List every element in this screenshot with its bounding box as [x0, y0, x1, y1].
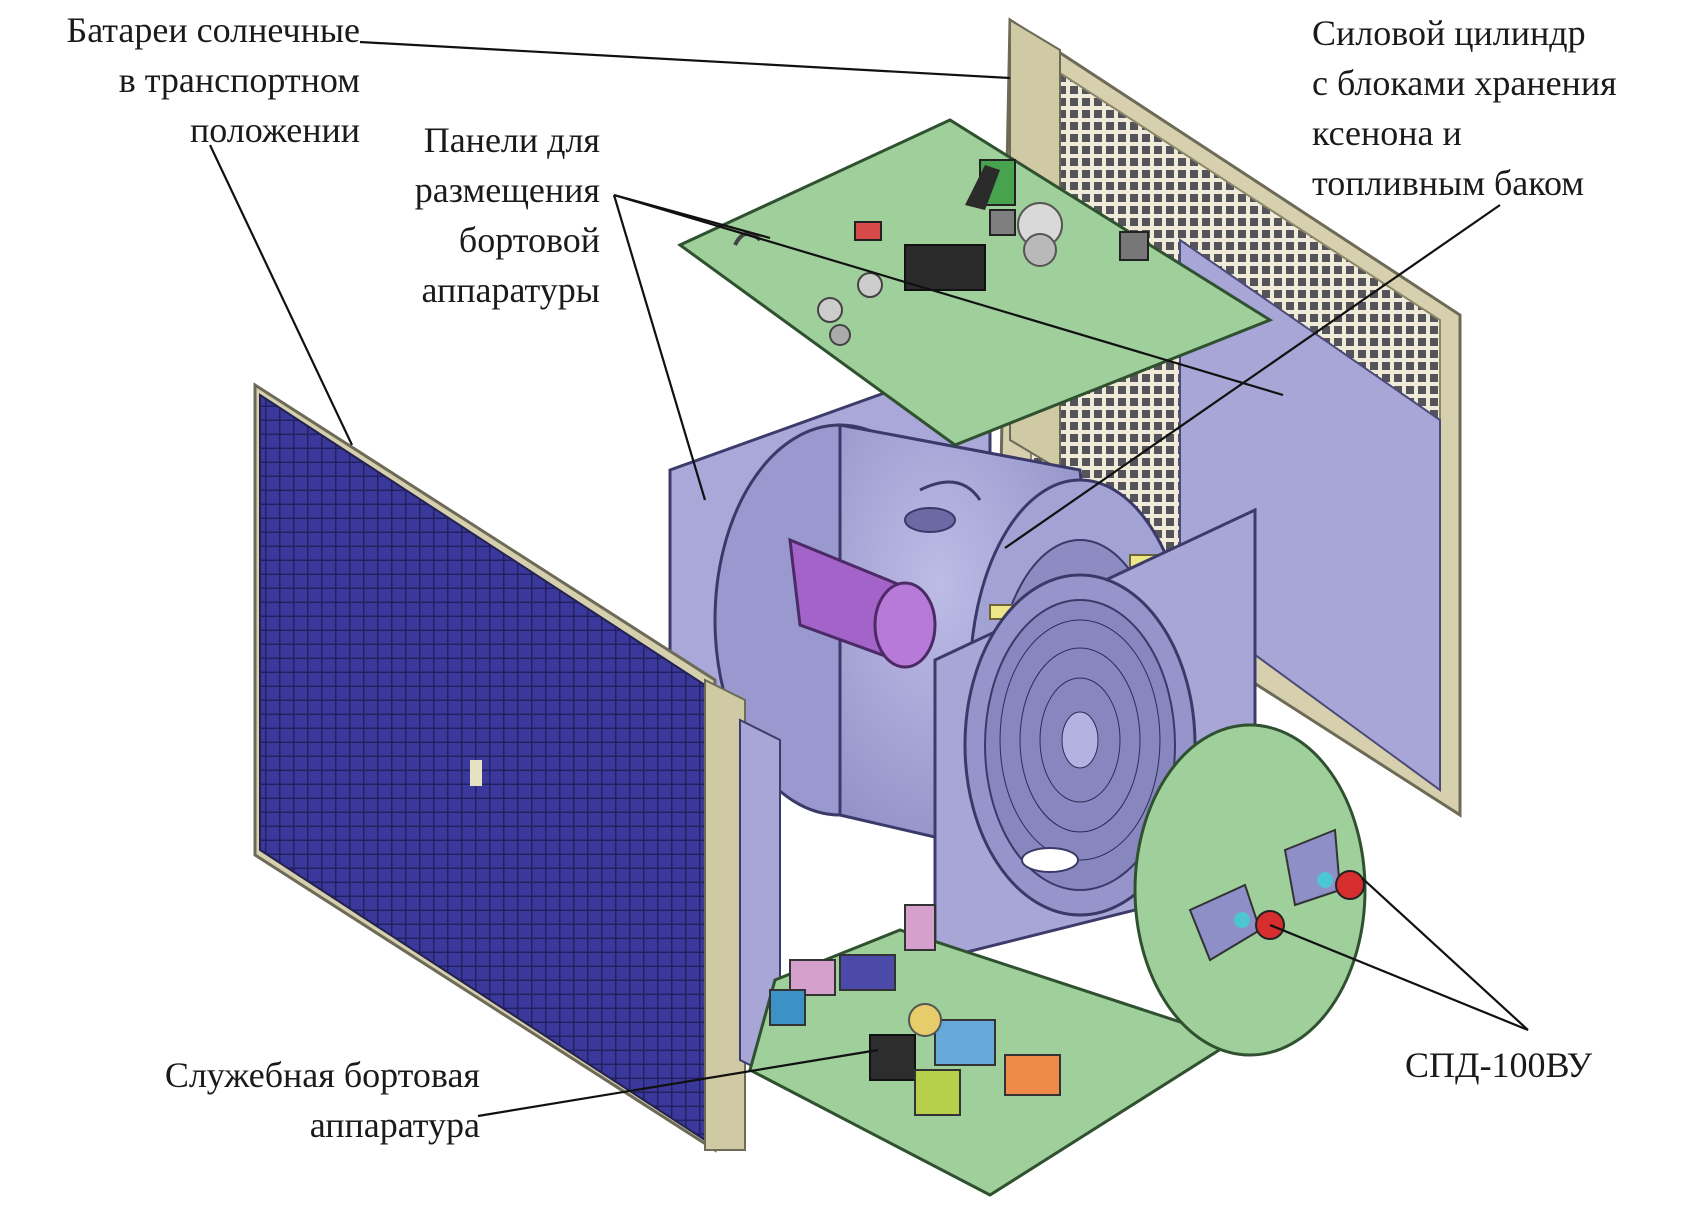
label-solar-panels-line-3: положении [189, 110, 360, 150]
leader-solar-top [359, 40, 1011, 80]
leader-thruster-2 [1361, 877, 1529, 1031]
leader-cylinder [1004, 204, 1501, 549]
thruster-unit-2 [1283, 828, 1365, 907]
xenon-tank [788, 537, 937, 669]
leader-thruster-1 [1269, 923, 1529, 1032]
label-service-equipment-line-2: аппаратура [309, 1105, 480, 1145]
ring-lattice [999, 619, 1161, 861]
label-power-cylinder-line-2: с блоками хранения [1312, 63, 1617, 103]
label-thrusters: СПД-100ВУ [1405, 1040, 1675, 1090]
label-equipment-panels-line-4: аппаратуры [421, 270, 600, 310]
label-equipment-panels: Панели для размещения бортовой аппаратур… [330, 115, 600, 315]
label-power-cylinder: Силовой цилиндр с блоками хранения ксено… [1312, 8, 1684, 208]
label-thrusters-line-1: СПД-100ВУ [1405, 1045, 1593, 1085]
label-equipment-panels-line-1: Панели для [423, 120, 600, 160]
label-service-equipment-line-1: Служебная бортовая [164, 1055, 480, 1095]
label-power-cylinder-line-4: топливным баком [1312, 163, 1585, 203]
label-power-cylinder-line-3: ксенона и [1312, 113, 1462, 153]
label-power-cylinder-line-1: Силовой цилиндр [1312, 13, 1586, 53]
label-equipment-panels-line-3: бортовой [458, 220, 600, 260]
service-equipment-panel [748, 904, 1239, 1197]
leader-panels-right [613, 193, 1284, 397]
label-equipment-panels-line-2: размещения [414, 170, 600, 210]
label-solar-panels-line-1: Батареи солнечные [66, 10, 360, 50]
thruster-plate [1133, 723, 1367, 1057]
leader-lines [209, 40, 1529, 1118]
leader-service [477, 1048, 879, 1118]
left-solar-array [253, 382, 746, 1153]
label-solar-panels: Батареи солнечные в транспортном положен… [0, 5, 360, 155]
label-solar-panels-line-2: в транспортном [118, 60, 360, 100]
label-service-equipment: Служебная бортовая аппаратура [60, 1050, 480, 1150]
leader-panels-rear [612, 194, 707, 501]
leader-solar-left [209, 144, 353, 446]
thruster-unit-1 [1188, 883, 1285, 962]
